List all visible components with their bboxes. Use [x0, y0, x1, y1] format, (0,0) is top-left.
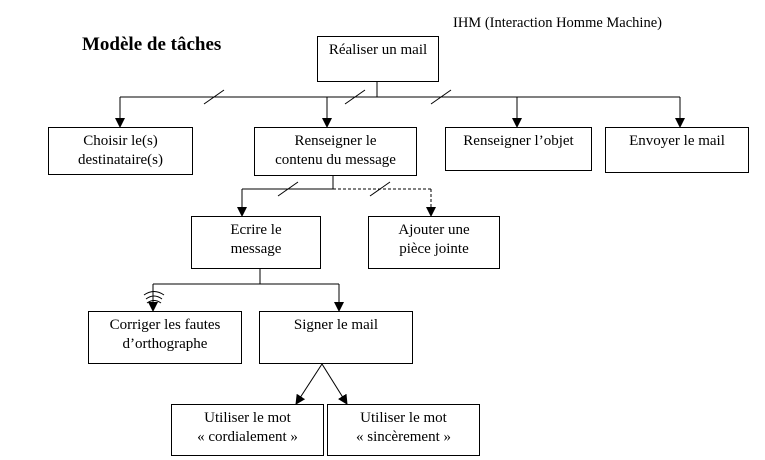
sequence-slash-5 [369, 181, 391, 197]
connector-to-use-sincerement [321, 363, 348, 405]
task-use-cordialement: Utiliser le mot « cordialement » [171, 404, 324, 456]
sequence-slash-1 [203, 89, 225, 105]
task-use-cordialement-label: Utiliser le mot « cordialement » [197, 410, 298, 445]
task-add-attachment-label: Ajouter une pièce jointe [398, 222, 470, 257]
task-sign-mail: Signer le mail [259, 311, 413, 364]
connector-to-use-cordialement [295, 363, 323, 405]
iteration-marker [143, 291, 165, 304]
task-fill-content: Renseigner le contenu du message [254, 127, 417, 176]
task-fill-subject: Renseigner l’objet [445, 127, 592, 171]
task-choose-recipients: Choisir le(s) destinataire(s) [48, 127, 193, 175]
sequence-slash-4 [277, 181, 299, 197]
task-use-sincerement: Utiliser le mot « sincèrement » [327, 404, 480, 456]
task-add-attachment: Ajouter une pièce jointe [368, 216, 500, 269]
task-fill-subject-label: Renseigner l’objet [463, 133, 574, 149]
task-write-message: Ecrire le message [191, 216, 321, 269]
task-choose-recipients-label: Choisir le(s) destinataire(s) [78, 133, 163, 168]
task-sign-mail-label: Signer le mail [293, 317, 379, 333]
task-fix-spelling-label: Corriger les fautes d’orthographe [109, 317, 221, 352]
task-fill-content-label: Renseigner le contenu du message [275, 133, 396, 168]
sequence-slash-3 [430, 89, 452, 105]
task-send-mail-label: Envoyer le mail [629, 133, 725, 149]
task-root-label: Réaliser un mail [328, 42, 428, 58]
task-root: Réaliser un mail [317, 36, 439, 82]
page-title: Modèle de tâches [82, 34, 222, 55]
page-subtitle: IHM (Interaction Homme Machine) [453, 15, 662, 31]
task-send-mail: Envoyer le mail [605, 127, 749, 173]
task-fix-spelling: Corriger les fautes d’orthographe [88, 311, 242, 364]
task-write-message-label: Ecrire le message [230, 222, 282, 257]
sequence-slash-2 [344, 89, 366, 105]
task-use-sincerement-label: Utiliser le mot « sincèrement » [356, 410, 451, 445]
